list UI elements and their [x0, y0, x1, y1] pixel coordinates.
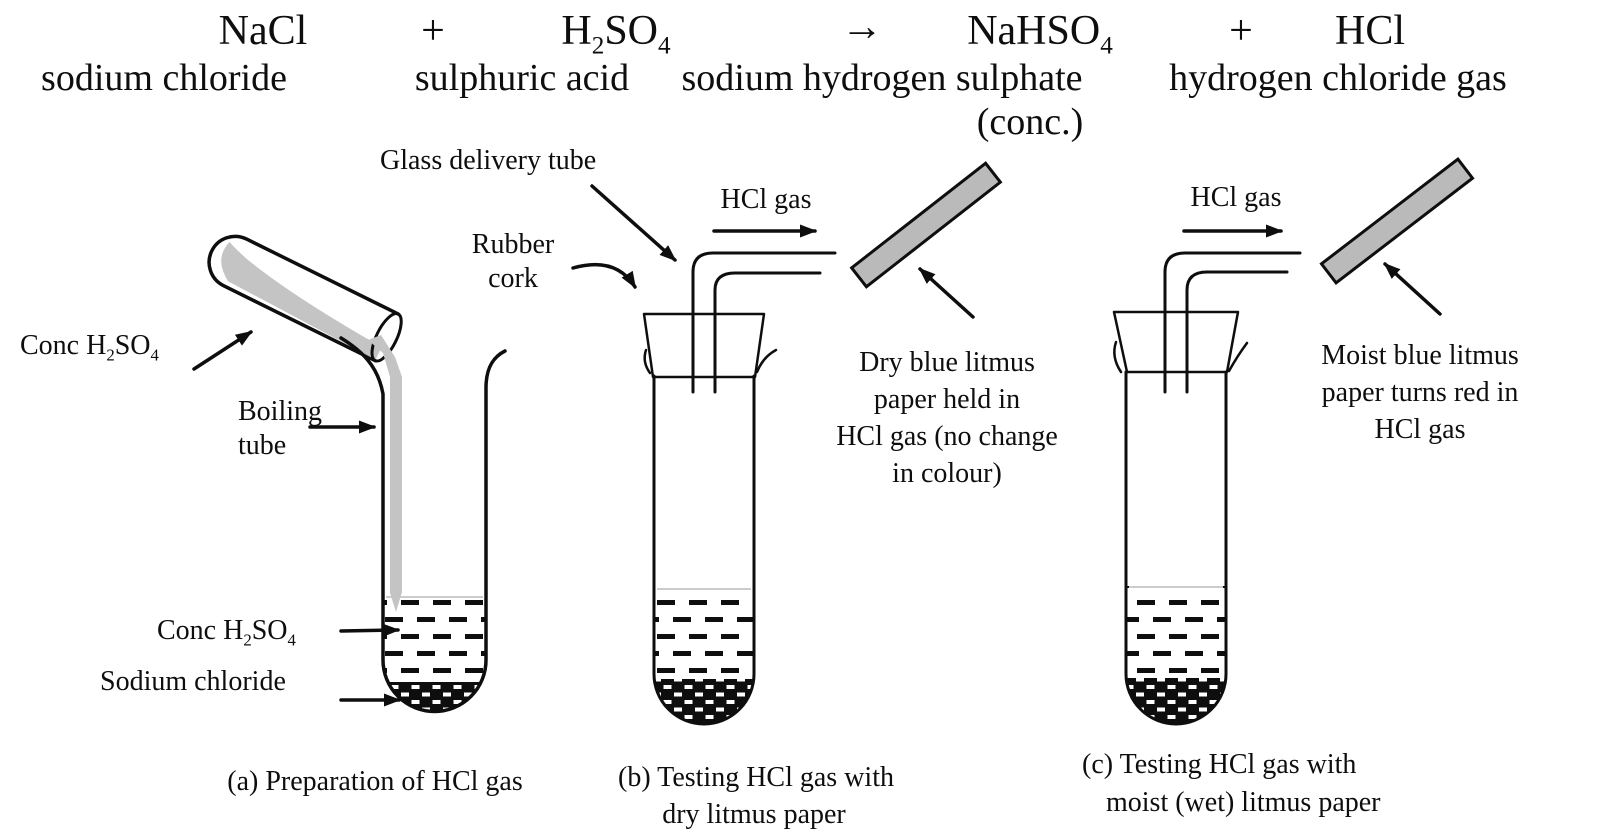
label-glass-delivery-tube: Glass delivery tube [380, 145, 597, 176]
test-tube-c-contents [1126, 586, 1226, 724]
note-dry-litmus-line2: paper held in [873, 384, 1021, 415]
test-tube-b-contents [654, 588, 754, 724]
arrow-glass-delivery-tube [590, 184, 677, 262]
arrow-conc-acid-pour [192, 330, 253, 371]
apparatus-c [1112, 157, 1475, 726]
equation-hcl: HCl [1334, 8, 1406, 54]
acid-liquid-c [1126, 586, 1226, 678]
label-sodium-hydrogen-sulphate: sodium hydrogen sulphate [681, 57, 1083, 99]
note-dry-litmus-line3: HCl gas (no change [836, 421, 1058, 452]
caption-c-line2: moist (wet) litmus paper [1106, 787, 1381, 818]
equation-plus-1: + [421, 8, 445, 54]
label-boiling-tube-line1: Boiling [238, 396, 323, 427]
equation-nacl: NaCl [218, 8, 308, 54]
equation-arrow-icon: → [841, 4, 883, 50]
label-hydrogen-chloride-gas: hydrogen chloride gas [1169, 57, 1507, 99]
label-sodium-chloride: sodium chloride [41, 57, 287, 99]
caption-b-line1: (b) Testing HCl gas with [618, 762, 894, 793]
test-tube-b-outline [652, 374, 756, 726]
acid-liquid-a [383, 596, 486, 682]
label-hcl-gas-b: HCl gas [720, 184, 812, 215]
boiling-tube-contents [383, 596, 486, 712]
rubber-cork-b [642, 312, 766, 379]
acid-liquid-b [654, 588, 754, 679]
note-moist-litmus-line1: Moist blue litmus [1321, 340, 1519, 371]
glass-delivery-tube-b [691, 251, 837, 394]
label-rubber-cork-line2: cork [488, 263, 538, 294]
equation-plus-2: + [1229, 8, 1253, 54]
arrow-rubber-cork [571, 263, 637, 289]
equation-nahso4: NaHSO4 [967, 8, 1113, 60]
glass-delivery-tube-c [1163, 251, 1302, 394]
note-moist-litmus-line2: paper turns red in [1321, 377, 1519, 408]
tube-mouth [370, 312, 403, 363]
tube-rim-tick-right-c [1227, 341, 1249, 373]
tube-rim-tick-right-b [755, 348, 778, 374]
label-conc-h2so4-in-tube: Conc H2SO4 [157, 615, 296, 650]
label-boiling-tube-line2: tube [238, 430, 287, 461]
label-rubber-cork-line1: Rubber [471, 229, 555, 260]
boiling-tube-outline [339, 336, 507, 714]
label-conc: (conc.) [976, 101, 1084, 143]
note-dry-litmus-line4: in colour) [892, 458, 1002, 489]
caption-a: (a) Preparation of HCl gas [227, 766, 523, 797]
litmus-paper-moist [1319, 157, 1475, 285]
label-sodium-chloride-solid: Sodium chloride [100, 666, 286, 697]
tube-rim-tick-left-c [1113, 340, 1123, 374]
pouring-test-tube [207, 234, 403, 363]
glass-delivery-tube-b-inner [713, 271, 822, 394]
label-hcl-gas-c: HCl gas [1190, 182, 1282, 213]
arrow-moist-litmus [1383, 262, 1442, 316]
note-dry-litmus-line1: Dry blue litmus [859, 347, 1035, 378]
equation-h2so4: H2SO4 [561, 8, 671, 60]
apparatus-a [192, 234, 507, 714]
arrow-dry-litmus [918, 267, 975, 319]
litmus-paper-dry [849, 161, 1003, 289]
acid-in-pouring-tube [221, 241, 382, 360]
glass-delivery-tube-c-inner [1185, 270, 1289, 394]
arrow-conc-acid-in-tube [339, 623, 400, 637]
tube-rim-tick-left-b [643, 348, 652, 375]
label-conc-h2so4-pour: Conc H2SO4 [20, 330, 159, 365]
test-tube-c-outline [1124, 370, 1228, 726]
rubber-cork-c [1112, 310, 1240, 374]
label-sulphuric-acid: sulphuric acid [414, 57, 630, 99]
acid-stream [368, 335, 402, 612]
note-moist-litmus-line3: HCl gas [1374, 414, 1466, 445]
caption-b-line2: dry litmus paper [662, 799, 846, 830]
caption-c-line1: (c) Testing HCl gas with [1082, 749, 1357, 780]
